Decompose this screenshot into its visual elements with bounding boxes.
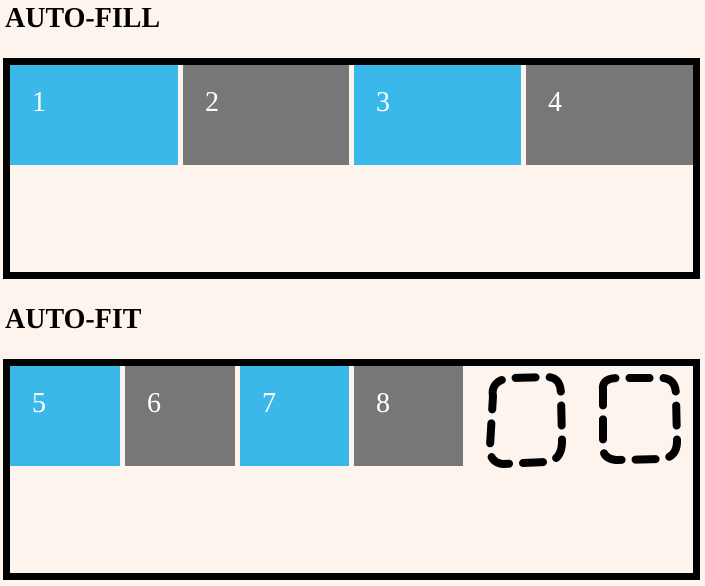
grid-item-8: 8 — [354, 366, 463, 466]
auto-fill-grid-container: 1 2 3 4 — [3, 58, 700, 279]
grid-item-1: 1 — [10, 65, 178, 165]
collapsed-empty-tracks — [485, 373, 681, 468]
grid-item-4: 4 — [526, 65, 693, 165]
auto-fit-grid-container: 5 6 7 8 — [3, 359, 700, 580]
auto-fill-heading: AUTO-FILL — [5, 3, 161, 34]
grid-item-6: 6 — [125, 366, 235, 466]
dashed-empty-track-icon — [598, 374, 681, 464]
grid-item-2: 2 — [183, 65, 349, 165]
dashed-empty-track-icon — [485, 373, 566, 468]
grid-item-7: 7 — [240, 366, 349, 466]
auto-fit-heading: AUTO-FIT — [5, 304, 142, 335]
grid-item-3: 3 — [354, 65, 521, 165]
grid-item-5: 5 — [10, 366, 120, 466]
